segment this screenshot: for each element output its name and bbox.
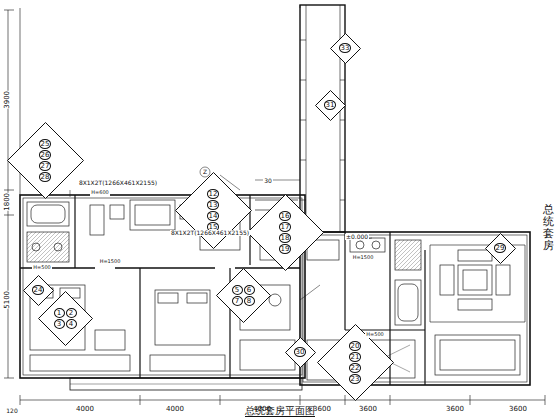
callout-number: 7: [232, 296, 243, 306]
plan-label: 1800: [4, 193, 12, 211]
plan-label: 4000: [166, 406, 184, 414]
plan-label: 3600: [313, 406, 331, 414]
callout-diamond: 25262728: [7, 122, 84, 199]
plan-label: H=500: [32, 265, 52, 271]
callout-number: 33: [339, 43, 352, 53]
callout-number: 29: [494, 243, 507, 253]
callout-diamond: 1234: [38, 291, 93, 346]
callout-diamond: 24: [23, 275, 54, 306]
plan-label: 8X1X2T(1266X461X2155): [78, 180, 158, 187]
plan-label: 3900: [4, 91, 12, 109]
callout-number: 19: [279, 244, 292, 254]
plan-label: 120: [6, 408, 17, 415]
plan-label: ±0.000: [345, 234, 369, 241]
callout-number: 24: [32, 285, 45, 295]
callout-number: 2: [66, 308, 77, 318]
plan-label: 3600: [359, 406, 377, 414]
callout-number: 16: [279, 211, 292, 221]
leader-lines: [70, 167, 372, 300]
callout-number: 20: [349, 341, 362, 351]
callout-number: 3: [54, 319, 65, 329]
plan-label: H=600: [90, 190, 110, 196]
callout-number: 17: [279, 222, 292, 232]
callout-number: 8: [244, 296, 255, 306]
callout-number: 4: [66, 319, 77, 329]
callout-diamond: 29: [485, 233, 516, 264]
callout-number: 30: [294, 347, 307, 357]
plan-label: 30: [263, 178, 273, 185]
diamond-outline: [38, 291, 93, 346]
callout-number: 14: [207, 211, 220, 221]
plan-label: 8X1X2T(1266X461X2155): [170, 230, 250, 237]
callout-diamond: 31: [315, 90, 346, 121]
callout-diamond: 30: [285, 337, 316, 368]
diamond-outline: [7, 122, 84, 199]
plan-label: H=500: [365, 332, 385, 338]
diamond-outline: [175, 172, 252, 249]
diamond-outline: [247, 194, 324, 271]
callout-number: 6: [244, 285, 255, 295]
plan-label: 3600: [509, 406, 527, 414]
plan-label: 5100: [4, 291, 12, 309]
callout-number: 21: [349, 352, 362, 362]
callout-number: 31: [324, 100, 337, 110]
callout-number: 13: [207, 200, 220, 210]
callout-number: 12: [207, 189, 220, 199]
callout-number: 28: [39, 172, 52, 182]
plan-label: 4000: [76, 406, 94, 414]
callout-number: 22: [349, 363, 362, 373]
callout-number: 27: [39, 161, 52, 171]
callout-number: 1: [54, 308, 65, 318]
callout-number: 5: [232, 285, 243, 295]
room-title: 总统套房: [543, 204, 554, 252]
drawing-caption: 总统套房平面图: [245, 405, 315, 417]
grid-mark: Z: [203, 169, 207, 176]
callout-diamond: 12131415: [175, 172, 252, 249]
callout-diamond: 33: [330, 33, 361, 64]
diamond-outline: [216, 268, 271, 323]
plan-label: H=1500: [99, 259, 122, 265]
callout-number: 25: [39, 139, 52, 149]
walls: [4, 5, 545, 405]
callout-diamond: 5678: [216, 268, 271, 323]
plan-label: H=1500: [352, 255, 375, 261]
callout-diamond: 16171819: [247, 194, 324, 271]
callout-number: 26: [39, 150, 52, 160]
callout-number: 18: [279, 233, 292, 243]
plan-label: 3600: [446, 406, 464, 414]
callout-number: 23: [349, 374, 362, 384]
